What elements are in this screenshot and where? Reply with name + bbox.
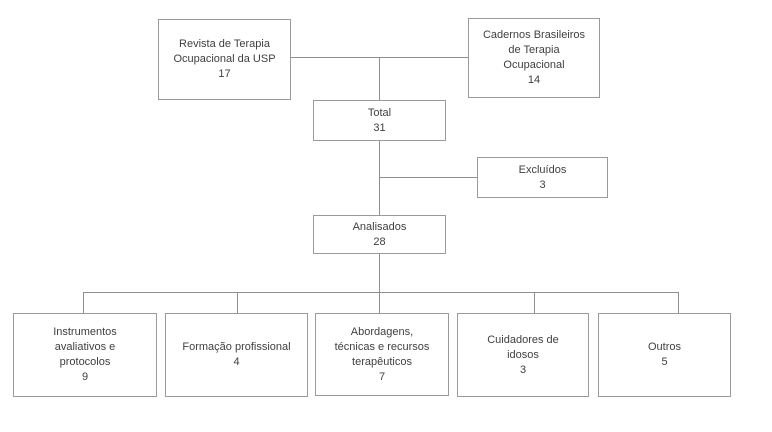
flow-node-outros: Outros 5: [598, 313, 731, 397]
node-label: Instrumentos avaliativos e protocolos: [53, 326, 117, 368]
connector-stub-instrumentos: [83, 292, 84, 313]
connector-stub-outros: [678, 292, 679, 313]
node-label: Analisados: [352, 220, 407, 233]
node-count: 28: [373, 235, 386, 248]
node-label: Excluídos: [518, 163, 567, 176]
node-count: 4: [233, 356, 240, 368]
node-label: Total: [367, 106, 392, 119]
node-count: 31: [373, 121, 386, 134]
node-label: Cuidadores de idosos: [487, 333, 559, 361]
flow-node-cuidadores: Cuidadores de idosos 3: [457, 313, 589, 397]
node-label: Formação profissional: [182, 341, 291, 353]
flow-node-revista: Revista de Terapia Ocupacional da USP 17: [158, 19, 291, 100]
flow-node-excluidos: Excluídos 3: [477, 157, 608, 198]
node-count: 7: [378, 370, 386, 383]
flow-node-analisados: Analisados 28: [313, 215, 446, 254]
node-count: 9: [81, 371, 89, 383]
flow-node-total: Total 31: [313, 100, 446, 141]
node-count: 14: [527, 74, 541, 86]
node-count: 5: [661, 356, 668, 368]
node-label: Cadernos Brasileiros de Terapia Ocupacio…: [482, 29, 586, 71]
node-label: Revista de Terapia Ocupacional da USP: [173, 38, 276, 65]
node-count: 3: [519, 363, 527, 376]
connector-stub-formacao: [237, 292, 238, 313]
connector-analisados-down: [379, 254, 380, 313]
node-count: 3: [539, 178, 546, 191]
connector-distribution-horizontal: [83, 292, 679, 293]
flow-node-instrumentos: Instrumentos avaliativos e protocolos 9: [13, 313, 157, 397]
flow-node-abordagens: Abordagens, técnicas e recursos terapêut…: [315, 313, 449, 396]
connector-total-to-analisados: [379, 141, 380, 215]
node-label: Abordagens, técnicas e recursos terapêut…: [334, 325, 430, 368]
flow-node-cadernos: Cadernos Brasileiros de Terapia Ocupacio…: [468, 18, 600, 98]
connector-to-excluidos: [379, 177, 477, 178]
node-count: 17: [218, 68, 231, 80]
node-label: Outros: [647, 341, 681, 353]
connector-sources-to-total: [379, 57, 380, 100]
flow-node-formacao: Formação profissional 4: [165, 313, 308, 397]
connector-stub-cuidadores: [534, 292, 535, 313]
